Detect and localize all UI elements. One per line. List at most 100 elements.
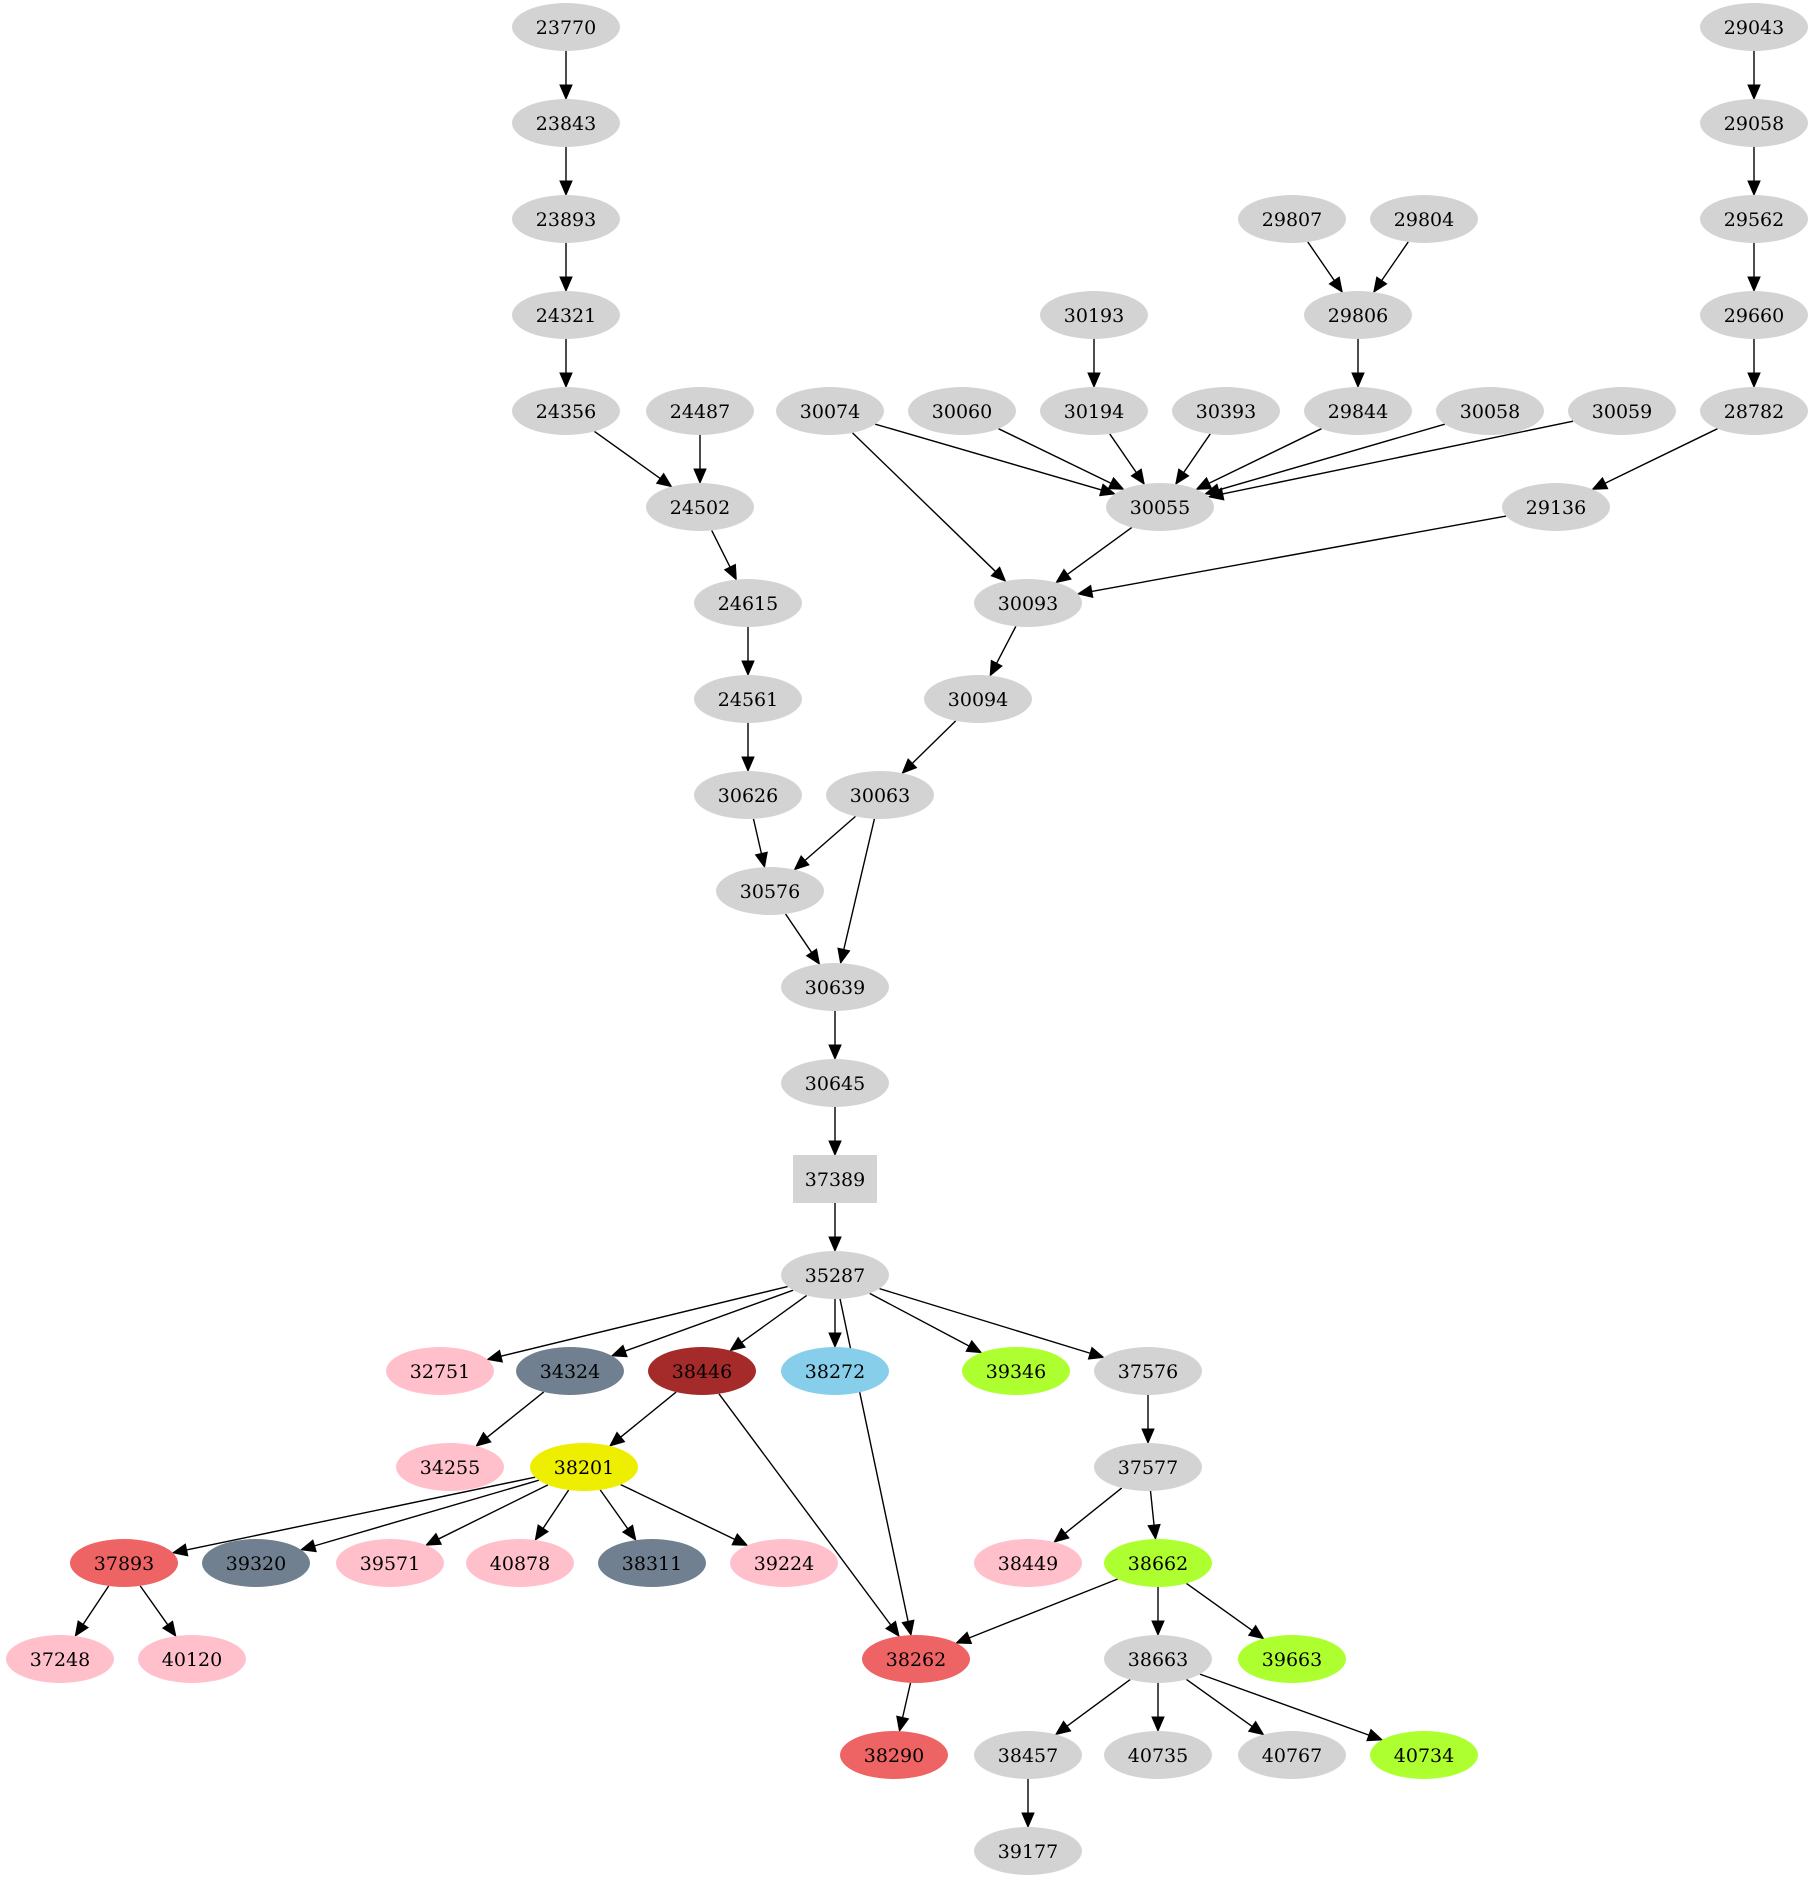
node-shape [694,675,802,723]
edge-38201-38311 [599,1489,629,1530]
node-24502[interactable]: 24502 [646,483,754,531]
node-32751[interactable]: 32751 [386,1347,494,1395]
node-38446[interactable]: 38446 [648,1347,756,1395]
node-shape [646,483,754,531]
node-37893[interactable]: 37893 [70,1539,178,1587]
arrowhead-icon [1747,180,1761,197]
arrowhead-icon [559,180,573,197]
node-30059[interactable]: 30059 [1568,387,1676,435]
node-shape [1568,387,1676,435]
node-label: 23770 [536,17,596,39]
edge-29136-30093 [1091,515,1507,593]
node-30626[interactable]: 30626 [694,771,802,819]
node-24561[interactable]: 24561 [694,675,802,723]
arrowhead-icon [299,1539,317,1553]
node-38311[interactable]: 38311 [598,1539,706,1587]
node-30576[interactable]: 30576 [716,867,824,915]
node-shape [1040,387,1148,435]
node-30645[interactable]: 30645 [781,1059,889,1107]
node-30063[interactable]: 30063 [826,771,934,819]
node-30639[interactable]: 30639 [781,963,889,1011]
node-30193[interactable]: 30193 [1040,291,1148,339]
edge-38201-40878 [542,1489,570,1529]
node-29804[interactable]: 29804 [1370,195,1478,243]
node-shape [396,1443,504,1491]
node-40734[interactable]: 40734 [1370,1731,1478,1779]
node-label: 37389 [805,1169,865,1191]
node-30194[interactable]: 30194 [1040,387,1148,435]
node-label: 28782 [1724,401,1784,423]
node-29058[interactable]: 29058 [1700,99,1808,147]
node-29660[interactable]: 29660 [1700,291,1808,339]
node-28782[interactable]: 28782 [1700,387,1808,435]
arrowhead-icon [1151,1620,1165,1637]
node-shape [1172,387,1280,435]
node-label: 38662 [1128,1553,1188,1575]
node-30094[interactable]: 30094 [924,675,1032,723]
node-shape [516,1347,624,1395]
node-30074[interactable]: 30074 [776,387,884,435]
node-38449[interactable]: 38449 [974,1539,1082,1587]
node-40767[interactable]: 40767 [1238,1731,1346,1779]
arrowhead-icon [655,472,673,488]
node-24615[interactable]: 24615 [694,579,802,627]
node-23843[interactable]: 23843 [512,99,620,147]
node-label: 38272 [805,1361,865,1383]
node-24321[interactable]: 24321 [512,291,620,339]
node-shape [1238,1731,1346,1779]
node-label: 38457 [998,1745,1058,1767]
node-38662[interactable]: 38662 [1104,1539,1212,1587]
node-38272[interactable]: 38272 [781,1347,889,1395]
edge-29804-29806 [1381,241,1409,281]
node-shape [1304,291,1412,339]
node-label: 23893 [536,209,596,231]
node-39224[interactable]: 39224 [730,1539,838,1587]
node-40120[interactable]: 40120 [138,1635,246,1683]
node-29562[interactable]: 29562 [1700,195,1808,243]
node-24487[interactable]: 24487 [646,387,754,435]
node-38457[interactable]: 38457 [974,1731,1082,1779]
node-34324[interactable]: 34324 [516,1347,624,1395]
arrowhead-icon [828,1044,842,1061]
node-37248[interactable]: 37248 [6,1635,114,1683]
node-34255[interactable]: 34255 [396,1443,504,1491]
node-39346[interactable]: 39346 [962,1347,1070,1395]
node-29806[interactable]: 29806 [1304,291,1412,339]
edge-34324-34255 [486,1391,545,1438]
node-29136[interactable]: 29136 [1502,483,1610,531]
node-shape [1700,387,1808,435]
node-35287[interactable]: 35287 [781,1251,889,1299]
node-37389[interactable]: 37389 [793,1155,877,1203]
edge-30060-30055 [998,428,1112,484]
arrowhead-icon [723,563,737,581]
node-23770[interactable]: 23770 [512,3,620,51]
node-30058[interactable]: 30058 [1436,387,1544,435]
node-30055[interactable]: 30055 [1106,483,1214,531]
node-30093[interactable]: 30093 [974,579,1082,627]
node-40735[interactable]: 40735 [1104,1731,1212,1779]
node-30393[interactable]: 30393 [1172,387,1280,435]
edge-30063-30576 [804,815,856,861]
node-40878[interactable]: 40878 [466,1539,574,1587]
node-29844[interactable]: 29844 [1304,387,1412,435]
node-37577[interactable]: 37577 [1094,1443,1202,1491]
node-29807[interactable]: 29807 [1238,195,1346,243]
node-39320[interactable]: 39320 [202,1539,310,1587]
node-30060[interactable]: 30060 [908,387,1016,435]
node-29043[interactable]: 29043 [1700,3,1808,51]
node-24356[interactable]: 24356 [512,387,620,435]
node-23893[interactable]: 23893 [512,195,620,243]
arrowhead-icon [424,1532,443,1546]
node-shape [598,1539,706,1587]
node-label: 40735 [1128,1745,1188,1767]
node-39177[interactable]: 39177 [974,1827,1082,1875]
node-38290[interactable]: 38290 [840,1731,948,1779]
node-label: 40767 [1262,1745,1322,1767]
node-37576[interactable]: 37576 [1094,1347,1202,1395]
node-39663[interactable]: 39663 [1238,1635,1346,1683]
node-39571[interactable]: 39571 [336,1539,444,1587]
node-38201[interactable]: 38201 [530,1443,638,1491]
arrowhead-icon [741,756,755,773]
node-38262[interactable]: 38262 [862,1635,970,1683]
node-38663[interactable]: 38663 [1104,1635,1212,1683]
